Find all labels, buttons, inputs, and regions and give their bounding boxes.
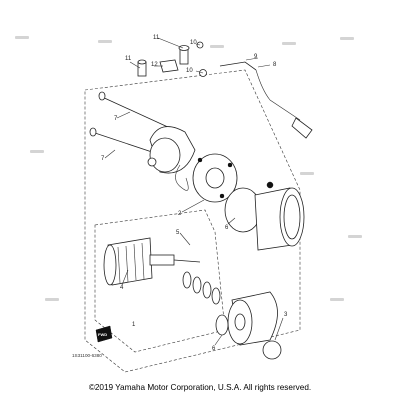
- callout-11b: 11: [125, 56, 132, 62]
- copyright-notice: ©2019 Yamaha Motor Corporation, U.S.A. A…: [88, 383, 312, 392]
- armature: [103, 237, 201, 286]
- callout-5: 5: [176, 230, 180, 236]
- callout-10b: 10: [186, 68, 193, 74]
- leader-lines: [104, 37, 284, 346]
- callout-1: 1: [132, 322, 136, 328]
- washer-stack: [182, 271, 221, 305]
- starter-cable: [219, 61, 313, 139]
- callout-11: 11: [153, 35, 160, 41]
- watermarks: [15, 36, 362, 301]
- callout-labels: 11 10 9 11 12 8 10 7 7 2 6 5 4 3 1 6: [101, 35, 288, 352]
- callout-9: 9: [254, 54, 258, 60]
- terminal-hardware: [137, 41, 207, 77]
- callout-3: 3: [284, 312, 288, 318]
- reference-code: 1S31100-6380: [72, 353, 102, 358]
- rear-cover: [147, 126, 196, 174]
- callout-2: 2: [178, 211, 182, 217]
- assembly-outline: [84, 69, 301, 373]
- callout-7b: 7: [101, 156, 105, 162]
- callout-8: 8: [273, 62, 277, 68]
- forward-direction-icon: FWD: [95, 325, 113, 343]
- bolt-7-upper: [98, 91, 171, 129]
- callout-7a: 7: [114, 116, 118, 122]
- motor-yoke: [254, 181, 305, 251]
- callout-12: 12: [151, 62, 158, 68]
- callout-4: 4: [120, 285, 124, 291]
- o-ring-front: [262, 340, 282, 360]
- brush-holder: [175, 153, 238, 203]
- front-cover: [215, 291, 278, 346]
- forward-label: FWD: [98, 332, 107, 337]
- callout-10a: 10: [190, 40, 197, 46]
- callout-6b: 6: [212, 346, 216, 352]
- callout-6: 6: [225, 225, 229, 231]
